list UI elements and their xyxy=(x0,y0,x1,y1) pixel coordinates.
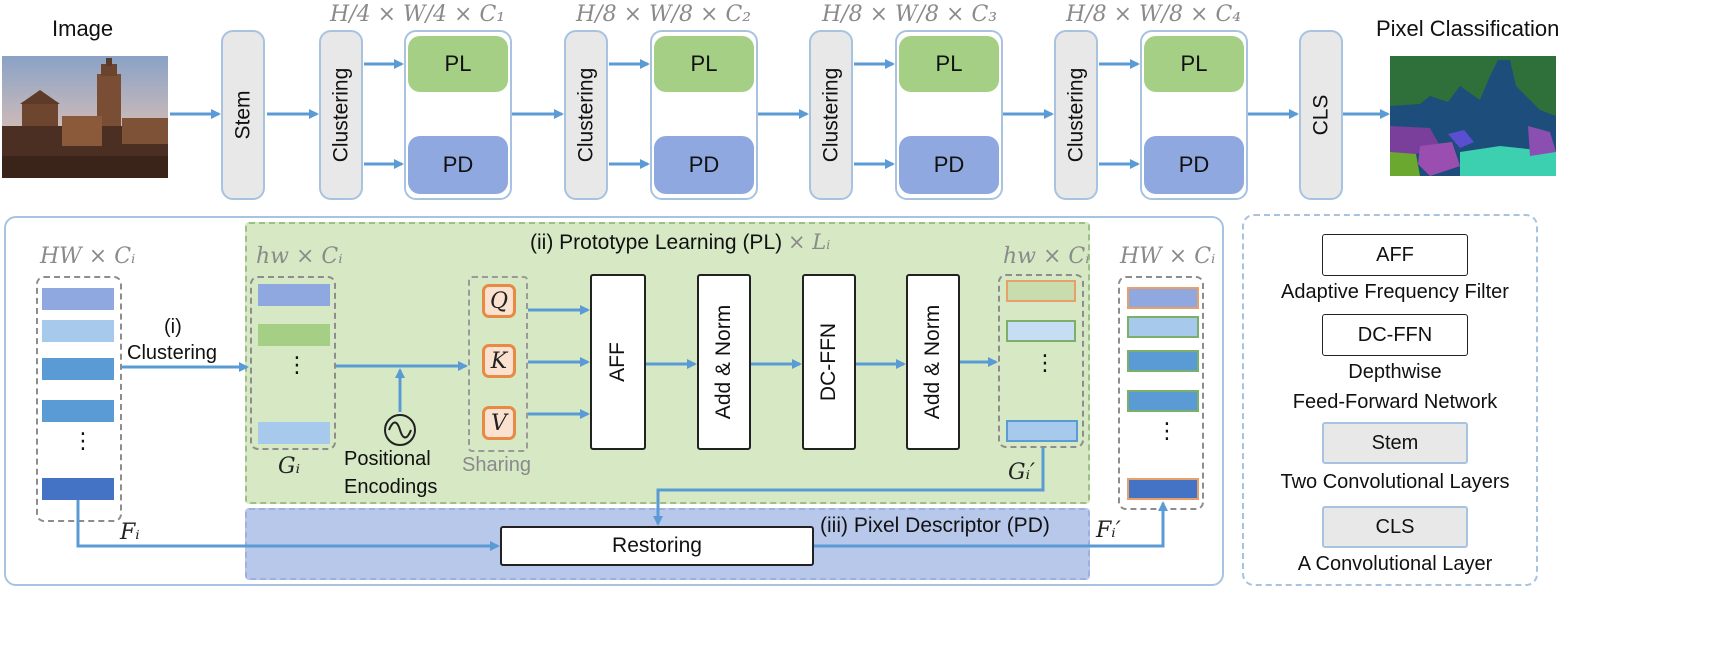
input-dim-label: HW × Cᵢ xyxy=(40,244,136,269)
prototype-token xyxy=(258,284,330,306)
positional-encoding-icon xyxy=(384,414,416,446)
out-proto-ellipsis: ⋮ xyxy=(1034,350,1056,375)
prototype-token xyxy=(258,422,330,444)
stage2-dims: H/8 × W/8 × C₂ xyxy=(576,2,752,27)
proto-ellipsis: ⋮ xyxy=(286,352,308,377)
output-token xyxy=(1127,390,1199,412)
arrow-restoring-to-output xyxy=(814,501,1168,548)
gi-prime-label: Gᵢ′ xyxy=(1008,460,1035,485)
stage3-pd: PD xyxy=(899,136,999,194)
out-proto-dim-label: hw × Cᵢ xyxy=(1003,244,1090,269)
image-label: Image xyxy=(52,16,114,41)
stage1-dims: H/4 × W/4 × C₁ xyxy=(330,2,506,27)
input-token xyxy=(42,288,114,310)
clustering-step-word: Clustering xyxy=(127,342,218,364)
input-token xyxy=(42,358,114,380)
cls-block: CLS xyxy=(1299,30,1343,200)
output-dim-label: HW × Cᵢ xyxy=(1120,244,1216,269)
pd-title: (iii) Pixel Descriptor (PD) xyxy=(820,514,1050,537)
output-token xyxy=(1127,478,1199,500)
pos-enc-line2: Encodings xyxy=(344,476,438,498)
prototype-token xyxy=(258,324,330,346)
arrow-gi-to-restoring xyxy=(653,448,1045,526)
output-ellipsis: ⋮ xyxy=(1156,418,1178,443)
legend-cls-desc: A Convolutional Layer xyxy=(1297,552,1493,575)
stage3-pl: PL xyxy=(899,36,999,92)
stage4-pd: PD xyxy=(1144,136,1244,194)
pos-enc-line1: Positional xyxy=(344,448,431,470)
output-label: Pixel Classification xyxy=(1376,16,1560,41)
output-prototype-token xyxy=(1006,420,1078,442)
legend-aff-box: AFF xyxy=(1322,234,1468,276)
clustering-step-label: (i) xyxy=(164,316,182,338)
output-prototype-group xyxy=(998,274,1084,448)
input-ellipsis: ⋮ xyxy=(72,428,94,453)
input-token xyxy=(42,478,114,500)
output-prototype-token xyxy=(1006,320,1076,342)
input-image-thumbnail xyxy=(2,56,168,178)
legend-panel xyxy=(1242,214,1538,586)
arrow-fi-to-restoring xyxy=(76,500,500,551)
gi-label: Gᵢ xyxy=(278,454,300,479)
stage4-clustering: Clustering xyxy=(1054,30,1098,200)
output-token xyxy=(1127,316,1199,338)
legend-cls-box: CLS xyxy=(1322,506,1468,548)
stage1-pd: PD xyxy=(408,136,508,194)
pl-title: (ii) Prototype Learning (PL) × Lᵢ xyxy=(530,230,831,254)
stage1-clustering: Clustering xyxy=(319,30,363,200)
restoring-block: Restoring xyxy=(500,526,814,566)
legend-stem-desc: Two Convolutional Layers xyxy=(1280,470,1510,493)
sine-wave-icon xyxy=(388,421,412,439)
legend-dcffn-desc-2: Feed-Forward Network xyxy=(1292,390,1498,413)
output-token xyxy=(1127,287,1199,309)
prototype-token-group xyxy=(250,276,336,450)
stem-block: Stem xyxy=(221,30,265,200)
input-token xyxy=(42,400,114,422)
legend-aff-desc: Adaptive Frequency Filter xyxy=(1281,280,1509,303)
v-token: V xyxy=(482,406,516,440)
add-norm-block-1: Add & Norm xyxy=(697,274,751,450)
proto-dim-label: hw × Cᵢ xyxy=(256,244,343,269)
output-token xyxy=(1127,350,1199,372)
q-token: Q xyxy=(482,284,516,318)
stage4-dims: H/8 × W/8 × C₄ xyxy=(1066,2,1242,27)
stage2-clustering: Clustering xyxy=(564,30,608,200)
sharing-label: Sharing xyxy=(462,454,531,476)
stage2-pl: PL xyxy=(654,36,754,92)
input-token xyxy=(42,320,114,342)
fi-prime-label: Fᵢ′ xyxy=(1096,518,1121,543)
legend-dcffn-box: DC-FFN xyxy=(1322,314,1468,356)
qkv-sharing-group xyxy=(468,276,528,452)
add-norm-block-2: Add & Norm xyxy=(906,274,960,450)
k-token: K xyxy=(482,344,516,378)
output-prototype-token xyxy=(1006,280,1076,302)
stage2-pd: PD xyxy=(654,136,754,194)
legend-stem-box: Stem xyxy=(1322,422,1468,464)
detail-panel-frame xyxy=(4,216,1224,586)
fi-label: Fᵢ xyxy=(120,520,140,545)
aff-block: AFF xyxy=(590,274,646,450)
legend-dcffn-desc-1: Depthwise xyxy=(1348,360,1442,383)
segmentation-output-thumbnail xyxy=(1390,56,1556,176)
stage3-clustering: Clustering xyxy=(809,30,853,200)
dcffn-block: DC-FFN xyxy=(802,274,856,450)
stage1-pl: PL xyxy=(408,36,508,92)
stage3-dims: H/8 × W/8 × C₃ xyxy=(822,2,998,27)
stage4-pl: PL xyxy=(1144,36,1244,92)
